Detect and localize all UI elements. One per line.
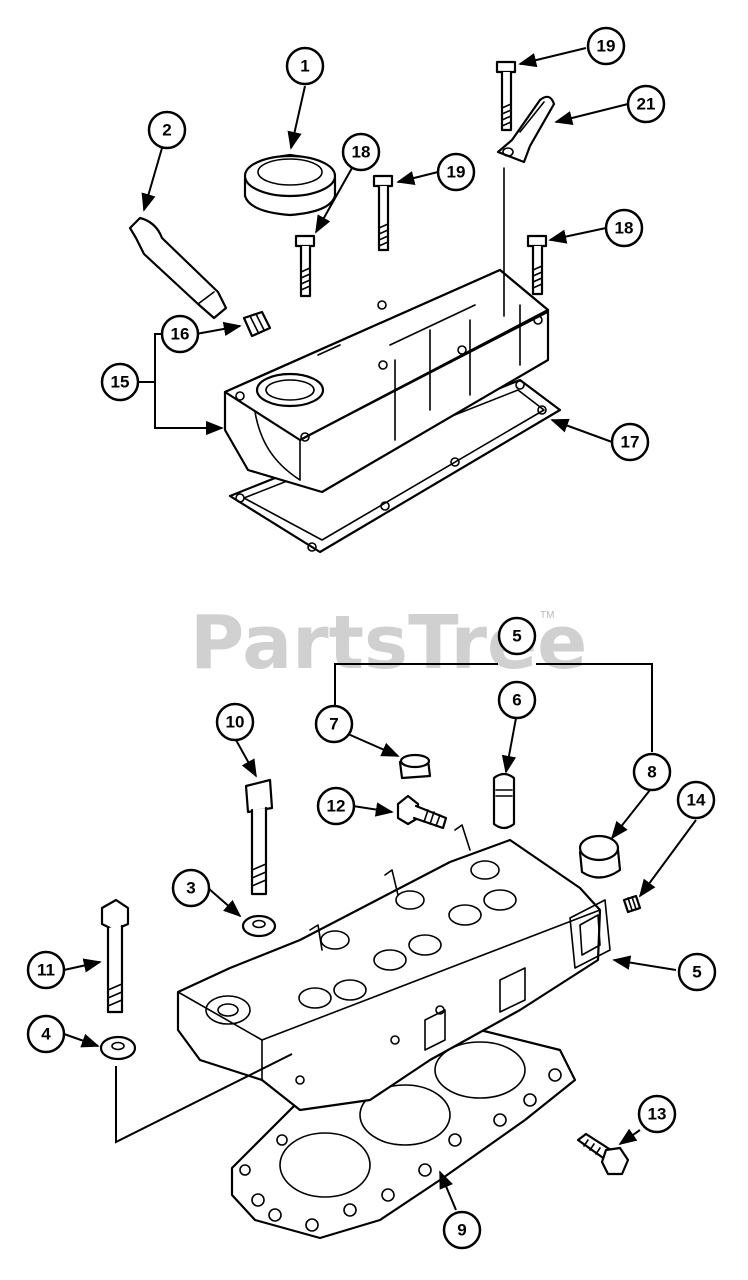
callout-2: 2 [147,110,187,150]
callout-10: 10 [215,702,255,742]
svg-text:19: 19 [597,37,616,56]
svg-text:18: 18 [352,143,371,162]
callout-19-mid: 19 [436,152,476,192]
callout-19-top: 19 [586,26,626,66]
svg-text:12: 12 [327,797,346,816]
lifting-bracket-part [496,95,556,164]
svg-text:10: 10 [226,713,245,732]
head-bolt-11-part [100,898,130,1014]
svg-text:1: 1 [300,57,309,76]
callout-1: 1 [285,46,325,86]
breather-fitting-part [242,310,272,338]
svg-text:21: 21 [637,95,656,114]
svg-text:5: 5 [692,963,701,982]
bolt-12-part [396,794,448,830]
callout-4: 4 [26,1014,66,1054]
washer-3-part [241,914,277,938]
cover-bolt-19-mid-part [372,174,394,252]
valve-cover-part [223,268,550,494]
svg-text:14: 14 [687,791,706,810]
svg-text:13: 13 [648,1105,667,1124]
watermark-trademark: TM [540,610,554,621]
callout-13: 13 [637,1094,677,1134]
svg-text:15: 15 [111,373,130,392]
callout-5-right: 5 [677,952,717,992]
callout-18-right: 18 [604,208,644,248]
callout-12: 12 [316,786,356,826]
svg-text:8: 8 [647,763,656,782]
callout-6: 6 [497,680,537,720]
oil-filler-cap-part [243,153,337,217]
callout-21: 21 [626,84,666,124]
cover-bolt-18-left-part [294,234,316,298]
washer-4-part [99,1035,137,1061]
callout-11: 11 [26,950,66,990]
callout-8: 8 [632,752,672,792]
callout-18-left: 18 [341,132,381,172]
svg-text:18: 18 [615,219,634,238]
valve-guide-6-part [492,772,516,830]
callout-14: 14 [676,780,716,820]
callout-5-top: 5 [497,616,537,656]
svg-text:5: 5 [512,627,521,646]
svg-text:19: 19 [447,163,466,182]
cylinder-head-part [176,824,611,1112]
callout-7: 7 [314,704,354,744]
svg-text:2: 2 [162,121,171,140]
callout-15: 15 [100,362,140,402]
valve-cap-7-part [398,753,432,780]
breather-hose-part [128,216,228,320]
svg-text:4: 4 [41,1025,51,1044]
leader-lines [63,47,697,1211]
expansion-plug-8-part [578,834,622,879]
callout-17: 17 [610,422,650,462]
bolt-13-part [576,1132,630,1176]
svg-text:7: 7 [329,715,338,734]
svg-text:9: 9 [457,1221,466,1240]
callout-9: 9 [442,1210,482,1250]
cover-bolt-18-right-part [526,234,548,296]
bracket-bolt-19-top-part [495,60,517,132]
svg-text:3: 3 [186,879,195,898]
head-bolt-10-part [244,778,274,896]
svg-text:6: 6 [512,691,521,710]
callout-16: 16 [160,314,200,354]
plug-14-part [622,894,642,914]
svg-text:16: 16 [171,325,190,344]
callout-3: 3 [171,868,211,908]
svg-text:11: 11 [37,961,55,980]
svg-text:17: 17 [621,433,640,452]
